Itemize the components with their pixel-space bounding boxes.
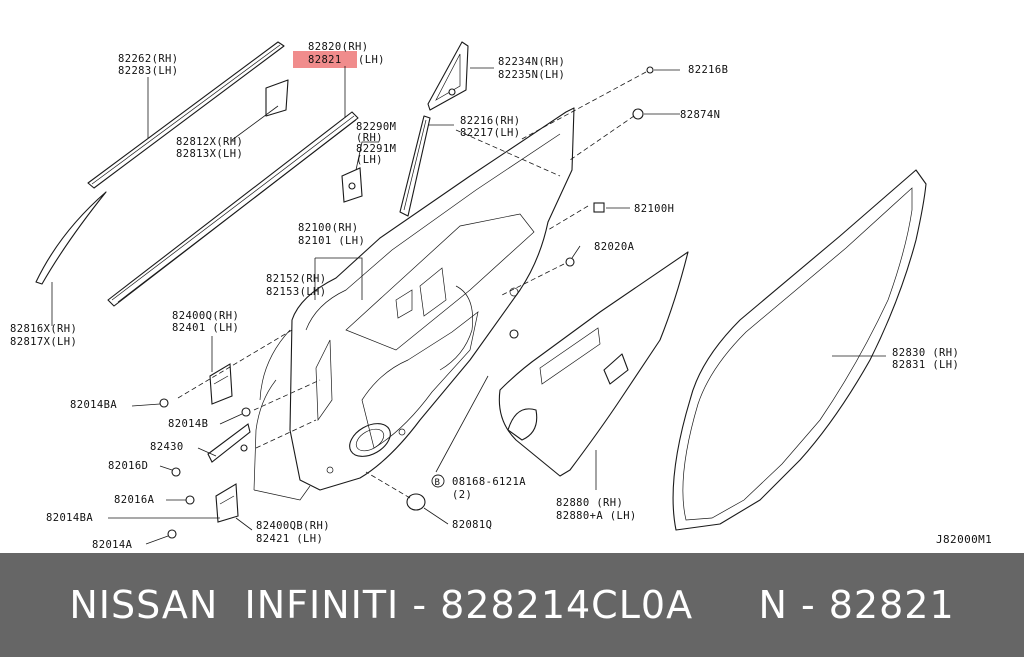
inner-belt-molding — [107, 111, 359, 307]
label-82014ba-upper: 82014BA — [70, 399, 117, 411]
label-82216: 82216(RH) — [460, 115, 521, 127]
hinge-bolt-3 — [171, 467, 181, 477]
label-82401: 82401 (LH) — [172, 322, 239, 334]
sash-bracket — [341, 167, 363, 203]
hinge-bolt-1 — [159, 398, 169, 408]
label-82016d: 82016D — [108, 460, 148, 472]
label-82101: 82101 (LH) — [298, 235, 365, 247]
label-82817x: 82817X(LH) — [10, 336, 77, 348]
label-82014ba-lower: 82014BA — [46, 512, 93, 524]
label-82400q: 82400Q(RH) — [172, 310, 239, 322]
front-sash-molding — [35, 191, 107, 285]
lower-hinge — [215, 483, 239, 523]
bolt-callout-letter: B — [435, 478, 441, 488]
label-82235n: 82235N(LH) — [498, 69, 565, 81]
label-82290m: 82290M — [356, 121, 396, 133]
rear-sash-channel — [399, 115, 431, 217]
label-82816x: 82816X(RH) — [10, 323, 77, 335]
label-82283: 82283(LH) — [118, 65, 179, 77]
clip-82216b — [646, 66, 654, 74]
label-82290m-rh: (RH) — [356, 132, 383, 144]
assembly-guides — [177, 71, 647, 499]
corner-trim-piece — [265, 79, 289, 117]
label-82020a: 82020A — [594, 241, 635, 253]
door-trim-panel — [498, 251, 689, 477]
door-check-link — [207, 423, 251, 463]
quarter-glass-frame — [427, 41, 469, 111]
label-82880a: 82880+A (LH) — [556, 510, 637, 522]
bolt-82020a — [565, 257, 575, 267]
leader-lines — [51, 66, 886, 545]
label-82400qb: 82400QB(RH) — [256, 520, 330, 532]
label-82217: 82217(LH) — [460, 127, 521, 139]
label-82812x: 82812X(RH) — [176, 136, 243, 148]
label-82820: 82820(RH) — [308, 41, 369, 53]
door-weatherstrip — [672, 169, 927, 531]
outer-molding-strip — [87, 41, 285, 189]
plug-82081q — [406, 493, 426, 511]
footer-bar: NISSAN INFINITI - 828214CL0A N - 82821 — [0, 553, 1024, 657]
bumper-82100h — [593, 202, 605, 213]
door-panel — [253, 107, 575, 501]
diagram-code: J82000M1 — [936, 533, 992, 546]
label-82081q: 82081Q — [452, 519, 492, 531]
label-82152: 82152(RH) — [266, 273, 327, 285]
label-82821: 82821 — [308, 54, 342, 66]
label-82153: 82153(LH) — [266, 286, 327, 298]
part-highlight — [293, 51, 357, 68]
label-82291m-lh: (LH) — [356, 154, 383, 166]
bolt-callout-circle — [431, 474, 445, 488]
label-08168-qty: (2) — [452, 489, 472, 501]
parts-diagram: 82262(RH) 82283(LH) 82820(RH) 82821 (LH)… — [10, 41, 992, 551]
label-82830: 82830 (RH) — [892, 347, 959, 359]
label-82100: 82100(RH) — [298, 222, 359, 234]
label-82430: 82430 — [150, 441, 184, 453]
bolt-08168 — [509, 329, 519, 339]
label-82100h: 82100H — [634, 203, 674, 215]
label-82421: 82421 (LH) — [256, 533, 323, 545]
label-08168: 08168-6121A — [452, 476, 526, 488]
label-82821-side: (LH) — [358, 54, 385, 66]
footer-part-number: NISSAN INFINITI - 828214CL0A N - 82821 — [69, 583, 955, 627]
hinge-bolt-5 — [167, 529, 177, 539]
label-82262: 82262(RH) — [118, 53, 179, 65]
upper-hinge — [209, 363, 233, 405]
label-82831: 82831 (LH) — [892, 359, 959, 371]
label-82291m: 82291M — [356, 143, 396, 155]
label-82813x: 82813X(LH) — [176, 148, 243, 160]
grommet-82874n — [632, 108, 644, 120]
label-82880: 82880 (RH) — [556, 497, 623, 509]
callout-labels: 82262(RH) 82283(LH) 82820(RH) 82821 (LH)… — [10, 41, 992, 551]
hinge-bolt-4 — [185, 495, 195, 505]
label-82016a: 82016A — [114, 494, 155, 506]
label-82014b: 82014B — [168, 418, 208, 430]
label-82216b: 82216B — [688, 64, 728, 76]
hinge-bolt-2 — [241, 407, 251, 417]
label-82234n: 82234N(RH) — [498, 56, 565, 68]
label-82874n: 82874N — [680, 109, 720, 121]
label-82014a: 82014A — [92, 539, 133, 551]
